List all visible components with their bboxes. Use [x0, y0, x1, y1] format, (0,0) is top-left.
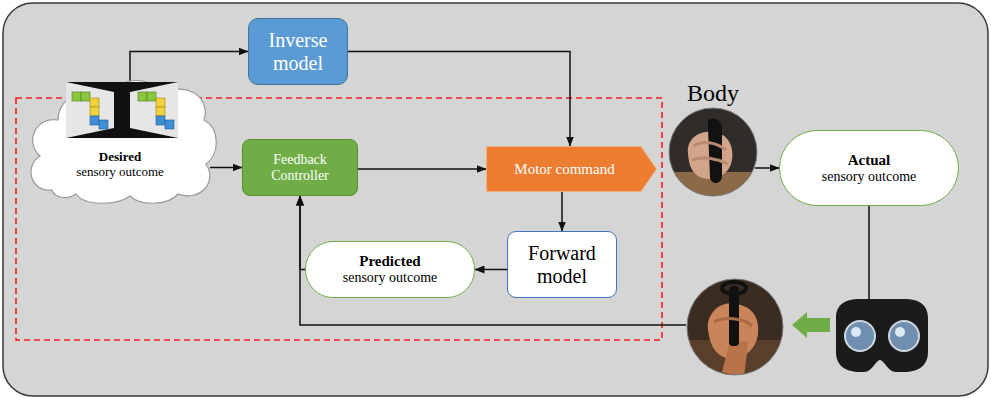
- node-heading: Predicted: [359, 253, 420, 270]
- outcome-pill: Predictedsensory outcome: [305, 241, 475, 298]
- process-box: Forward model: [507, 231, 617, 298]
- arrow-box: Motor command: [486, 146, 657, 192]
- photo-rim: [687, 279, 783, 375]
- connector-arrow: [475, 269, 507, 271]
- node-label: Inverse model: [255, 29, 341, 74]
- text-wrap: Actualsensory outcome: [780, 131, 958, 205]
- text-wrap: Predictedsensory outcome: [306, 242, 474, 297]
- connector-arrow: [561, 192, 563, 231]
- node-label: Forward model: [514, 242, 610, 287]
- body-photo: Body: [668, 80, 758, 198]
- process-box: Inverse model: [248, 18, 348, 85]
- connector-arrow: [210, 167, 242, 169]
- cloud-node: Desiredsensory outcome: [22, 70, 218, 204]
- text-wrap: Inverse model: [249, 19, 347, 84]
- node-heading: Desired: [99, 150, 141, 165]
- connector-arrow: [755, 167, 779, 169]
- text-wrap: Desiredsensory outcome: [22, 70, 218, 204]
- cloud-shape: [22, 70, 218, 204]
- node-label: sensory outcome: [343, 270, 437, 286]
- text-wrap: Forward model: [508, 232, 616, 297]
- text-wrap: Body: [668, 80, 758, 198]
- node-label: Feedback Controller: [249, 152, 351, 183]
- background-panel: [3, 3, 988, 396]
- connector-arrow: [358, 168, 486, 170]
- node-label: Body: [687, 80, 739, 107]
- outcome-pill: Actualsensory outcome: [779, 130, 959, 206]
- connector-arrow: [300, 196, 869, 325]
- connector-arrow: [348, 52, 570, 147]
- process-box: Feedback Controller: [242, 139, 358, 196]
- vr-headset: [836, 299, 928, 372]
- node-heading: Actual: [848, 152, 891, 169]
- green-arrow: [792, 312, 830, 338]
- node-label: sensory outcome: [822, 169, 916, 185]
- text-wrap: Feedback Controller: [243, 140, 357, 195]
- text-wrap: Motor command: [486, 146, 657, 192]
- connector-arrow: [130, 52, 248, 83]
- hand-photo: [686, 278, 786, 380]
- node-label: sensory outcome: [76, 165, 164, 180]
- node-label: Motor command: [514, 161, 614, 178]
